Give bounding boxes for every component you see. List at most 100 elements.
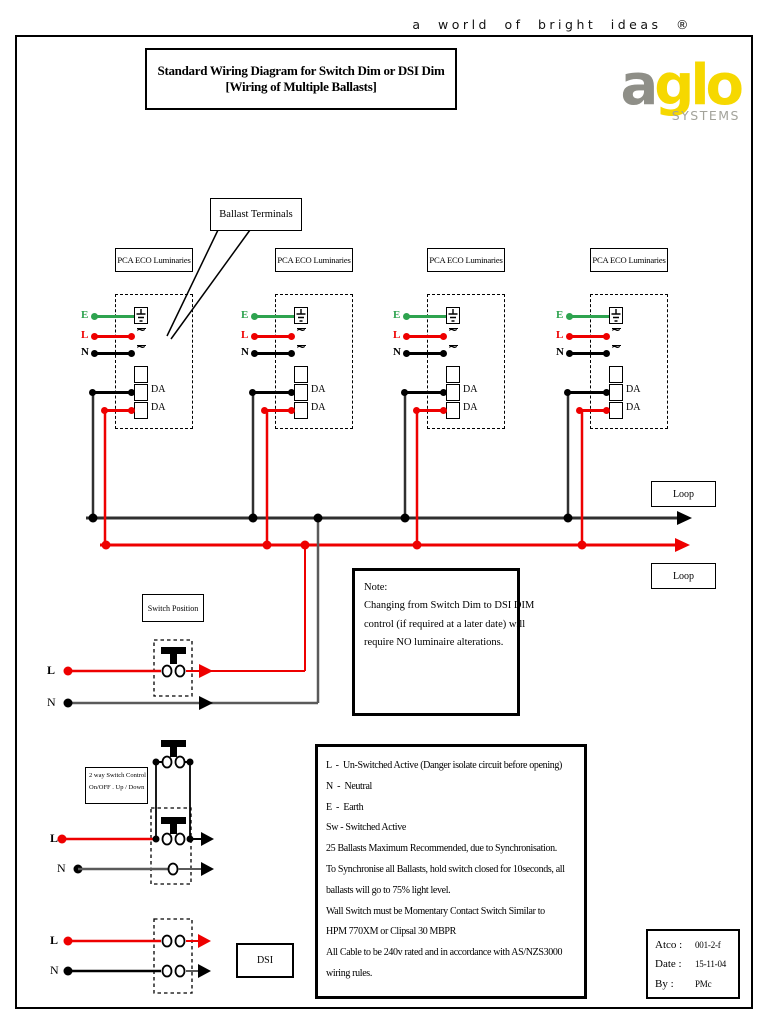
ac-terminal-icon: ~ [135, 323, 147, 337]
spare-terminal [609, 366, 623, 383]
doc-info-row: Date : 15-11-04 [655, 955, 738, 974]
two-way-switch-label-line2: On/OFF . Up / Down [89, 784, 145, 792]
two-way-neutral-label: N [57, 861, 66, 875]
legend-line: Wall Switch must be Momentary Contact Sw… [326, 905, 545, 917]
ac-terminal-icon: ~ [610, 340, 622, 354]
spare-terminal [294, 366, 308, 383]
live-terminal-label: L [393, 329, 401, 341]
ac-terminal-icon: ~ [447, 340, 459, 354]
da1-terminal [134, 384, 148, 401]
da1-terminal [609, 384, 623, 401]
ballast-terminal-box [115, 294, 193, 429]
ac-terminal-icon: ~ [295, 340, 307, 354]
earth-terminal-label: E [81, 309, 89, 321]
two-way-switch-label-line1: 2 way Switch Control [89, 772, 146, 779]
neutral-wire [406, 351, 442, 355]
ac-terminal-icon: ~ [135, 340, 147, 354]
da2-wire [416, 408, 446, 412]
brand-tagline: a world of bright ideas ® [412, 17, 692, 32]
da2-label: DA [311, 402, 326, 413]
earth-ground-icon [296, 309, 306, 322]
da2-wire [579, 408, 609, 412]
doc-info-row: By : PMc [655, 975, 738, 994]
earth-wire [569, 314, 609, 318]
aglo-logo: aglo SYSTEMS [610, 58, 744, 124]
da1-label: DA [151, 384, 166, 395]
earth-terminal [134, 307, 148, 324]
dsi-live-label: L [50, 933, 59, 947]
legend-line: L - Un-Switched Active (Danger isolate c… [326, 760, 563, 771]
doc-info-box: Atco : 001-2-f Date : 15-11-04 By : PMc [646, 929, 740, 999]
diagram-title-line1: Standard Wiring Diagram for Switch Dim o… [157, 63, 445, 78]
legend-line: E - Earth [326, 801, 364, 813]
legend-box: L - Un-Switched Active (Danger isolate c… [315, 744, 587, 999]
doc-info-label: Atco : [655, 939, 683, 951]
two-way-live-label: L [50, 831, 59, 845]
da1-label: DA [463, 384, 478, 395]
neutral-wire [94, 351, 130, 355]
da2-terminal-dot [128, 406, 135, 414]
earth-terminal-label: E [556, 309, 564, 321]
loop-box-top: Loop [651, 481, 716, 507]
legend-line: HPM 770XM or Clipsal 30 MBPR [326, 926, 456, 938]
da2-terminal-dot [288, 406, 295, 414]
da-drop-wires [91, 392, 584, 544]
earth-ground-icon [136, 309, 146, 322]
da2-label: DA [463, 402, 478, 413]
earth-terminal [609, 307, 623, 324]
note-line: Changing from Switch Dim to DSI DIM [364, 600, 535, 612]
doc-info-label: Date : [655, 958, 682, 971]
da2-terminal-dot [440, 406, 447, 414]
legend-line: To Synchronise all Ballasts, hold switch… [326, 863, 565, 875]
da1-terminal [446, 384, 460, 401]
live-terminal-label: L [556, 329, 564, 341]
live-terminal-dot [128, 332, 135, 340]
earth-ground-icon [611, 309, 621, 322]
doc-info-value: 15-11-04 [695, 959, 727, 970]
luminaire-unit-2: PCA ECO Luminaries E L ~ N ~ DA DA [238, 248, 368, 430]
callout-pointer-lines [166, 229, 251, 340]
dsi-circuit [63, 918, 211, 994]
da2-terminal [609, 402, 623, 419]
live-terminal-dot [440, 332, 447, 340]
dsi-box: DSI [236, 943, 294, 978]
ac-terminal-icon: ~ [610, 323, 622, 337]
earth-ground-icon [448, 309, 458, 322]
luminaire-unit-4: PCA ECO Luminaries E L ~ N ~ DA DA [553, 248, 683, 430]
da2-terminal [446, 402, 460, 419]
da1-terminal-dot [128, 388, 135, 396]
note-title: Note: [364, 582, 388, 593]
neutral-terminal-label: N [393, 346, 401, 358]
switch-position-label: Switch Position [142, 594, 204, 622]
neutral-terminal-label: N [556, 346, 564, 358]
da1-wire [404, 390, 446, 394]
legend-line: N - Neutral [326, 780, 372, 792]
da2-terminal [294, 402, 308, 419]
spare-terminal [134, 366, 148, 383]
dsi-neutral-label: N [50, 963, 59, 977]
ballast-terminals-callout: Ballast Terminals [210, 198, 302, 231]
aglo-logo-wordmark: aglo [610, 58, 744, 114]
ac-terminal-icon: ~ [447, 323, 459, 337]
earth-terminal-label: E [393, 309, 401, 321]
ballast-terminal-box [590, 294, 668, 429]
legend-line: Sw - Switched Active [326, 822, 406, 834]
da1-wire [567, 390, 609, 394]
da1-wire [252, 390, 294, 394]
earth-terminal [446, 307, 460, 324]
bus-wires [86, 511, 692, 552]
ballast-terminal-box [427, 294, 505, 429]
spare-terminal [446, 366, 460, 383]
logo-letters-glo: glo [654, 53, 744, 118]
ac-terminal-icon: ~ [295, 323, 307, 337]
neutral-terminal-dot [440, 349, 447, 357]
earth-terminal [294, 307, 308, 324]
live-wire [94, 334, 130, 338]
earth-wire [406, 314, 446, 318]
earth-terminal-label: E [241, 309, 249, 321]
da2-wire [104, 408, 134, 412]
da2-wire [264, 408, 294, 412]
da2-terminal [134, 402, 148, 419]
